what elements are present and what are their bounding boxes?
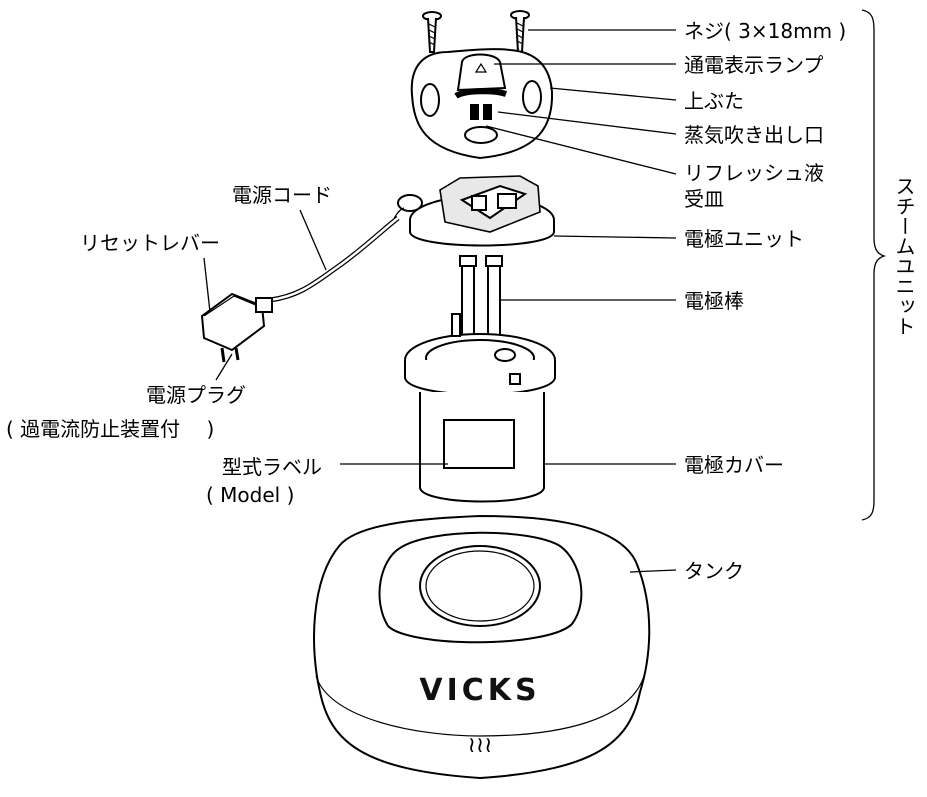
- label-electrode-cover: 電極カバー: [684, 453, 784, 477]
- label-power-cord: 電源コード: [232, 183, 332, 207]
- tank: [313, 514, 651, 780]
- label-lamp: 通電表示ランプ: [684, 53, 823, 77]
- screw-right: [510, 10, 530, 53]
- label-overcurrent-note: ( 過電流防止装置付 ): [6, 417, 214, 441]
- label-refresh-tray-1: リフレッシュ液: [684, 161, 824, 185]
- label-lid: 上ぶた: [684, 89, 744, 113]
- label-steam-unit: スチームユニット: [892, 176, 916, 336]
- label-refresh-tray-2: 受皿: [684, 187, 724, 211]
- label-tank: タンク: [684, 559, 744, 583]
- screw-left: [422, 11, 442, 53]
- label-reset-lever: リセットレバー: [80, 231, 220, 255]
- power-cord: [269, 216, 400, 303]
- leader-lines: [203, 29, 677, 573]
- label-screw: ネジ( 3×18mm ): [684, 19, 846, 43]
- label-electrode-unit: 電極ユニット: [684, 227, 804, 251]
- steam-unit-bracket: [861, 9, 887, 521]
- power-plug: [200, 292, 273, 363]
- label-model-en: ( Model ): [206, 483, 294, 507]
- electrode-unit: [393, 175, 555, 247]
- steam-icon: ≀≀≀: [468, 733, 493, 758]
- lid: [410, 48, 554, 160]
- label-steam-outlet: 蒸気吹き出し口: [684, 123, 824, 147]
- label-power-plug: 電源プラグ: [146, 383, 246, 407]
- electrode-cover: [404, 313, 556, 503]
- brand-logo: VICKS: [419, 673, 540, 708]
- label-electrode-rod: 電極棒: [684, 289, 744, 313]
- label-model: 型式ラベル: [222, 455, 322, 479]
